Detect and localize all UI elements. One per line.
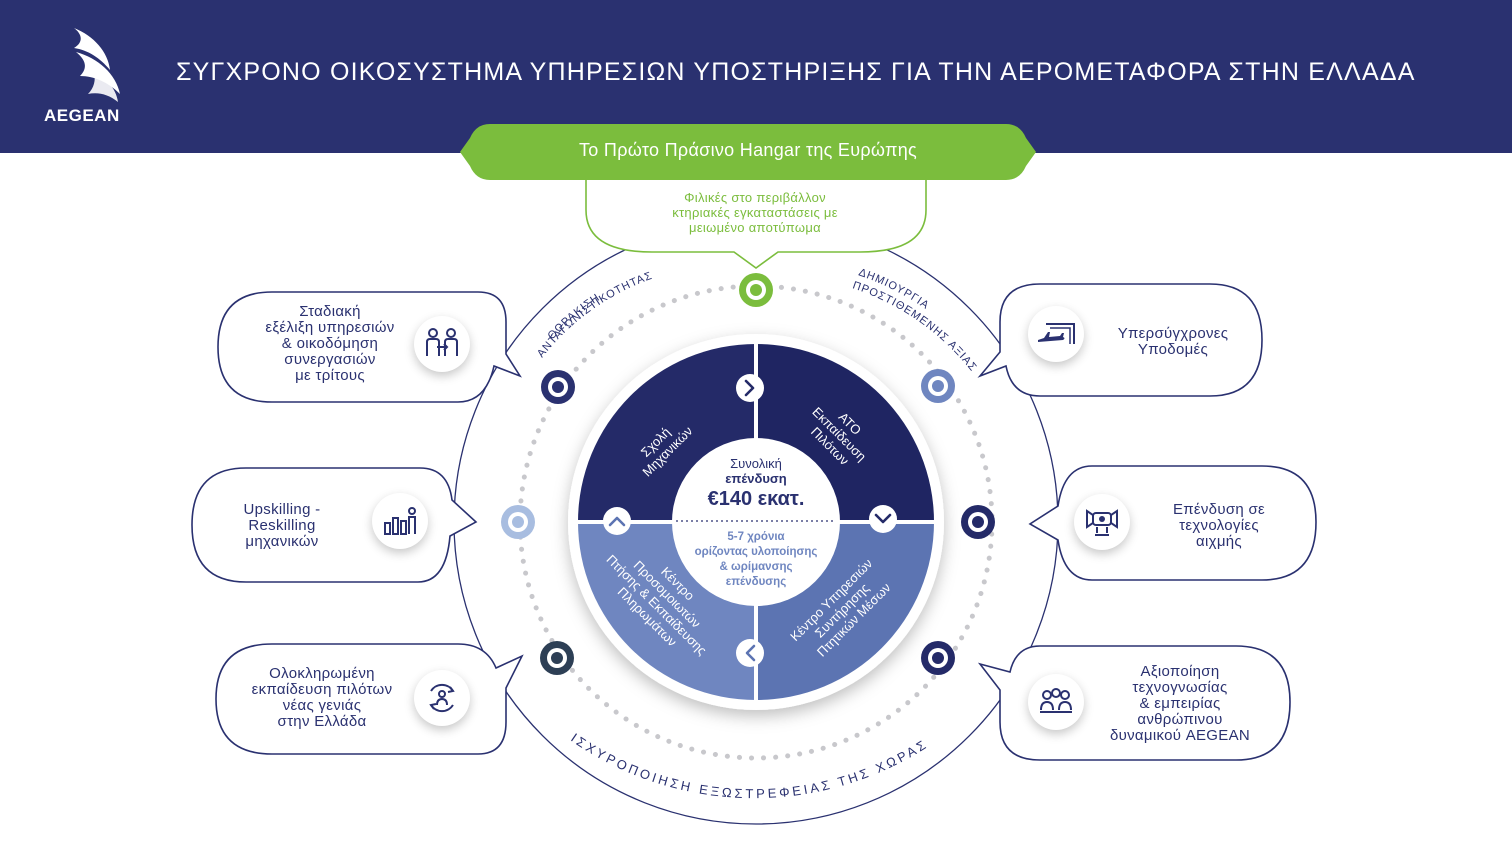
node-left-1 bbox=[541, 370, 575, 404]
left-item-3-line: Ολοκληρωμένη bbox=[269, 665, 375, 682]
left-item-3-text: Ολοκληρωμένη εκπαίδευση πιλότων νέας γεν… bbox=[232, 666, 412, 730]
left-item-1-text: Σταδιακή εξέλιξη υπηρεσιών & οικοδόμηση … bbox=[240, 304, 420, 384]
page-title: ΣΥΓΧΡΟΝΟ ΟΙΚΟΣΥΣΤΗΜΑ ΥΠΗΡΕΣΙΩΝ ΥΠΟΣΤΗΡΙΞ… bbox=[176, 58, 1416, 86]
node-right-1 bbox=[921, 369, 955, 403]
right-item-1-line: Υπερσύγχρονες bbox=[1117, 325, 1229, 342]
green-banner bbox=[460, 124, 1036, 180]
right-item-3-line: Αξιοποίηση bbox=[1140, 663, 1220, 680]
wheel bbox=[578, 344, 934, 700]
right-item-3-line: δυναμικού AEGEAN bbox=[1109, 727, 1251, 744]
right-item-2-text: Επένδυση σε τεχνολογίες αιχμής bbox=[1144, 502, 1294, 550]
center-horizon-line: επένδυσης bbox=[725, 576, 787, 588]
right-item-3-text: Αξιοποίηση τεχνογνωσίας & εμπειρίας ανθρ… bbox=[1090, 664, 1270, 744]
chevron-up-icon bbox=[603, 507, 631, 535]
center-horizon-line: ορίζοντας υλοποίησης bbox=[694, 546, 818, 558]
right-item-1-text: Υπερσύγχρονες Υποδομές bbox=[1098, 326, 1248, 358]
svg-text:ΑΝΤΑΓΩΝΙΣΤΙΚΟΤΗΤΑΣ: ΑΝΤΑΓΩΝΙΣΤΙΚΟΤΗΤΑΣ bbox=[535, 270, 654, 360]
node-left-2 bbox=[501, 505, 535, 539]
left-item-2-line: Reskilling bbox=[248, 517, 316, 534]
green-sub-text: Φιλικές στο περιβάλλον κτηριακές εγκατασ… bbox=[600, 190, 910, 235]
center-horizon-line: & ωρίμανσης bbox=[719, 561, 793, 573]
green-sub-bubble bbox=[585, 175, 927, 269]
left-item-1-line: με τρίτους bbox=[295, 367, 365, 384]
center-line-2: επένδυση bbox=[725, 471, 787, 486]
engine-tech-icon bbox=[1074, 494, 1130, 550]
left-item-3-line: στην Ελλάδα bbox=[277, 713, 367, 730]
arrow-right-icon bbox=[736, 374, 764, 402]
arc-label-left-2: ΑΝΤΑΓΩΝΙΣΤΙΚΟΤΗΤΑΣ bbox=[535, 270, 653, 360]
node-right-3 bbox=[921, 641, 955, 675]
center-investment-text: Συνολική επένδυση €140 εκατ. bbox=[676, 456, 836, 512]
arrow-left-icon bbox=[736, 639, 764, 667]
cycle-person-icon bbox=[414, 670, 470, 726]
people-collaboration-icon bbox=[414, 316, 470, 372]
aegean-logo-icon bbox=[74, 28, 120, 102]
node-right-2 bbox=[961, 505, 995, 539]
left-item-1-line: εξέλιξη υπηρεσιών bbox=[265, 319, 395, 336]
right-item-2-line: αιχμής bbox=[1196, 533, 1242, 550]
right-item-2-line: τεχνολογίες bbox=[1179, 517, 1259, 534]
green-sub-line: Φιλικές στο περιβάλλον bbox=[684, 190, 826, 205]
left-item-1-line: & οικοδόμηση bbox=[281, 335, 379, 352]
growth-chart-person-icon bbox=[372, 493, 428, 549]
arc-label-bottom: ΙΣΧΥΡΟΠΟΙΗΣΗ ΕΞΩΣΤΡΕΦΕΙΑΣ ΤΗΣ ΧΩΡΑΣ bbox=[568, 730, 928, 801]
left-item-2-line: μηχανικών bbox=[245, 533, 319, 550]
right-item-3-line: ανθρώπινου bbox=[1137, 711, 1223, 728]
team-icon bbox=[1028, 674, 1084, 730]
left-item-2-line: Upskilling - bbox=[243, 501, 321, 518]
chevron-down-icon bbox=[869, 505, 897, 533]
node-top bbox=[739, 273, 773, 307]
right-item-3-line: & εμπειρίας bbox=[1139, 695, 1221, 712]
center-horizon-line: 5-7 χρόνια bbox=[727, 531, 785, 543]
right-item-2-line: Επένδυση σε bbox=[1172, 501, 1266, 518]
right-item-3-line: τεχνογνωσίας bbox=[1132, 679, 1228, 696]
right-item-1-line: Υποδομές bbox=[1137, 341, 1209, 358]
hangar-plane-icon bbox=[1028, 306, 1084, 362]
left-item-3-line: νέας γενιάς bbox=[282, 697, 362, 714]
logo-text: AEGEAN bbox=[44, 106, 120, 125]
center-amount: €140 εκατ. bbox=[707, 488, 805, 510]
svg-text:ΙΣΧΥΡΟΠΟΙΗΣΗ ΕΞΩΣΤΡΕΦΕΙΑΣ ΤΗΣ: ΙΣΧΥΡΟΠΟΙΗΣΗ ΕΞΩΣΤΡΕΦΕΙΑΣ ΤΗΣ ΧΩΡΑΣ bbox=[568, 730, 931, 801]
green-sub-line: μειωμένο αποτύπωμα bbox=[689, 220, 821, 235]
left-item-2-text: Upskilling - Reskilling μηχανικών bbox=[212, 502, 352, 550]
node-left-3 bbox=[540, 641, 574, 675]
green-sub-line: κτηριακές εγκαταστάσεις με bbox=[672, 205, 838, 220]
center-line-1: Συνολική bbox=[730, 456, 782, 471]
center-horizon-text: 5-7 χρόνια ορίζοντας υλοποίησης & ωρίμαν… bbox=[676, 530, 836, 590]
left-item-3-line: εκπαίδευση πιλότων bbox=[251, 681, 393, 698]
left-item-1-line: συνεργασιών bbox=[284, 351, 376, 368]
left-item-1-line: Σταδιακή bbox=[299, 303, 361, 320]
